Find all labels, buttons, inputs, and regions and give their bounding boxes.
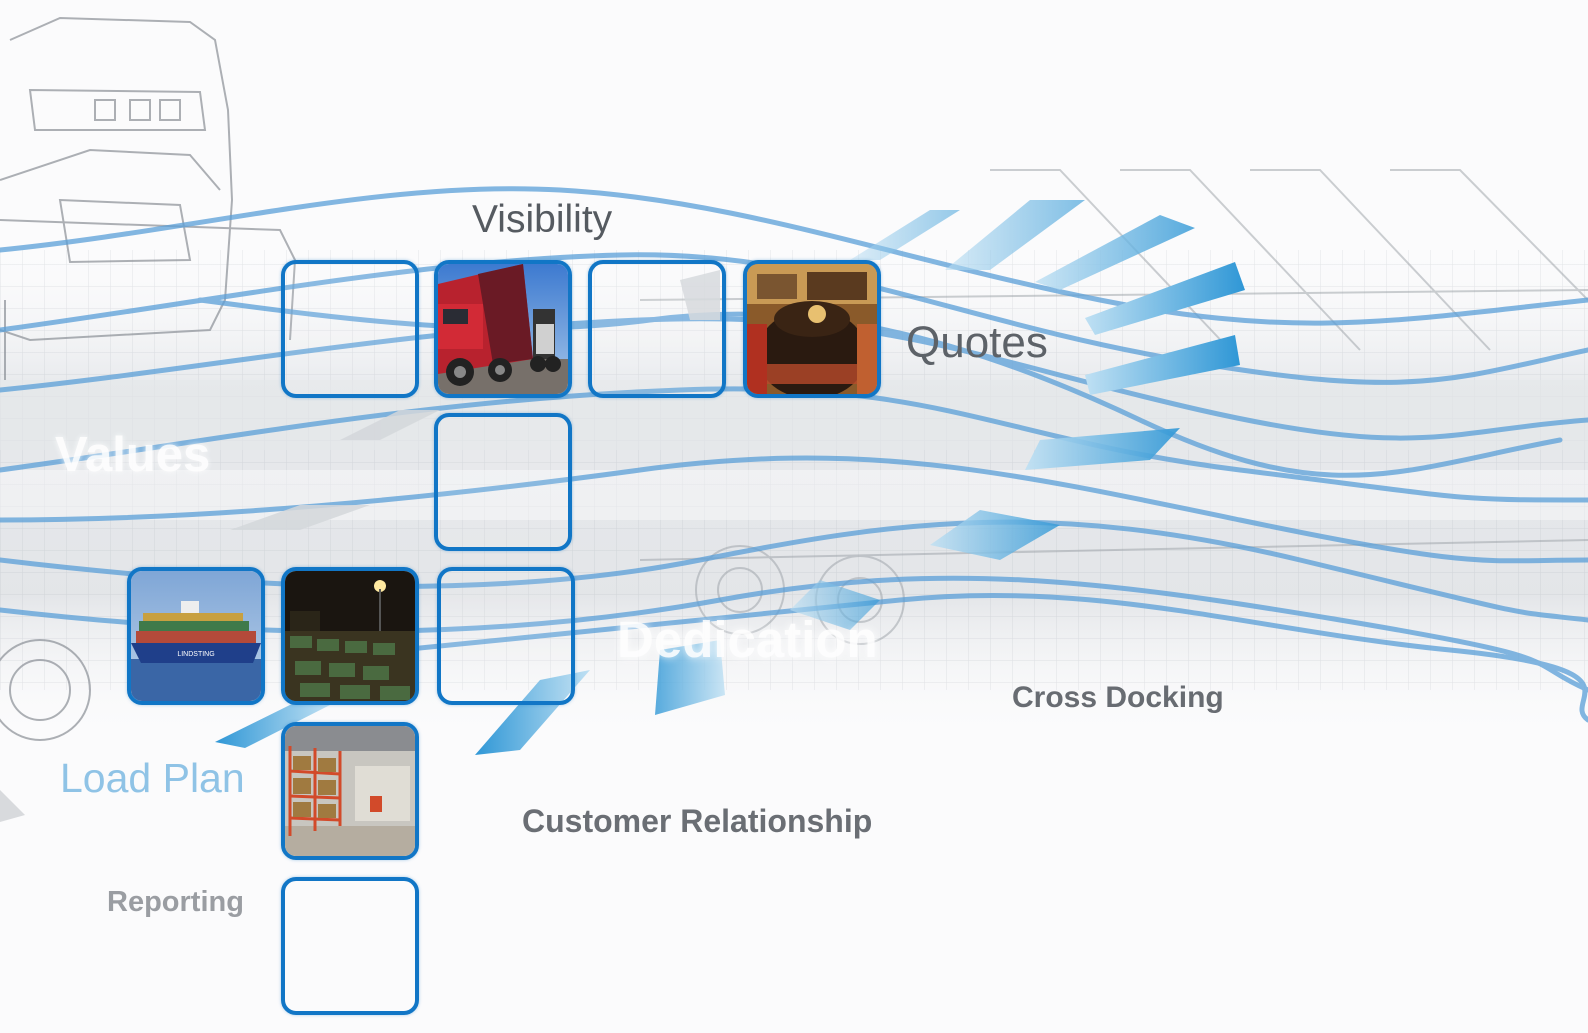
port-night-icon bbox=[285, 571, 415, 701]
cargo-icon bbox=[747, 264, 877, 394]
tile-cargo-photo bbox=[743, 260, 881, 398]
tile-empty-1 bbox=[281, 260, 419, 398]
label-values: Values bbox=[55, 428, 211, 482]
tile-port-night-photo bbox=[281, 567, 419, 705]
label-dedication: Dedication bbox=[617, 611, 878, 668]
label-visibility: Visibility bbox=[472, 198, 613, 241]
tile-empty-2 bbox=[588, 260, 726, 398]
truck-sketch-icon bbox=[0, 16, 297, 741]
ship-hull-text: LINDSTING bbox=[177, 651, 214, 658]
tile-empty-5 bbox=[281, 877, 419, 1015]
tile-truck-photo bbox=[434, 260, 572, 398]
tile-empty-3 bbox=[434, 413, 572, 551]
tile-empty-4 bbox=[437, 567, 575, 705]
tile-ship-photo: LINDSTING bbox=[127, 567, 265, 705]
truck-icon bbox=[438, 264, 568, 394]
container-ship-icon: LINDSTING bbox=[131, 571, 261, 701]
label-quotes: Quotes bbox=[906, 318, 1048, 367]
label-cross-docking: Cross Docking bbox=[1012, 681, 1224, 714]
label-customer-relationship: Customer Relationship bbox=[522, 803, 873, 839]
label-reporting: Reporting bbox=[107, 886, 244, 918]
label-load-plan: Load Plan bbox=[60, 755, 245, 801]
warehouse-icon bbox=[285, 726, 415, 856]
tile-warehouse-photo bbox=[281, 722, 419, 860]
